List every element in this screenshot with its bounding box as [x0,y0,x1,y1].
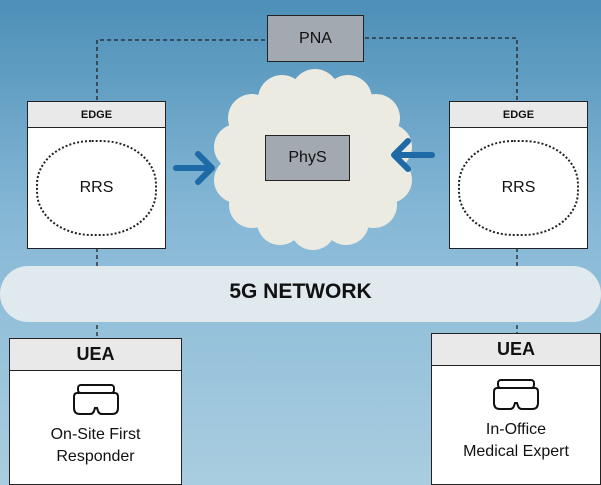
rrs-left: RRS [36,140,157,236]
network-band [0,266,601,322]
uea-right-role-line1: In-Office [485,421,547,438]
vr-headset-icon [493,379,539,410]
edge-node-left: EDGE RRS [27,101,166,249]
connector-pna-right [365,37,518,101]
uea-right-role-line2: Medical Expert [463,443,569,460]
edge-node-right: EDGE RRS [449,101,588,249]
pna-box: PNA [267,15,364,62]
arrow-right-to-phys [391,138,435,172]
connector-pna-left [96,39,265,101]
network-label: 5G NETWORK [229,280,372,303]
cloud-shape [214,69,412,250]
edge-header-left: EDGE [28,102,165,128]
uea-right: UEA In-Office Medical Expert [431,333,601,485]
edge-header-right: EDGE [450,102,587,128]
uea-left: UEA On-Site First Responder [9,338,182,485]
uea-header-right: UEA [432,334,600,366]
uea-header-left: UEA [10,339,181,371]
vr-headset-icon [72,384,119,415]
uea-left-role-line2: Responder [56,448,135,465]
phys-box: PhyS [265,135,350,181]
rrs-right: RRS [458,140,579,236]
uea-left-role-line1: On-Site First [50,426,141,443]
arrow-left-to-phys [173,151,215,185]
